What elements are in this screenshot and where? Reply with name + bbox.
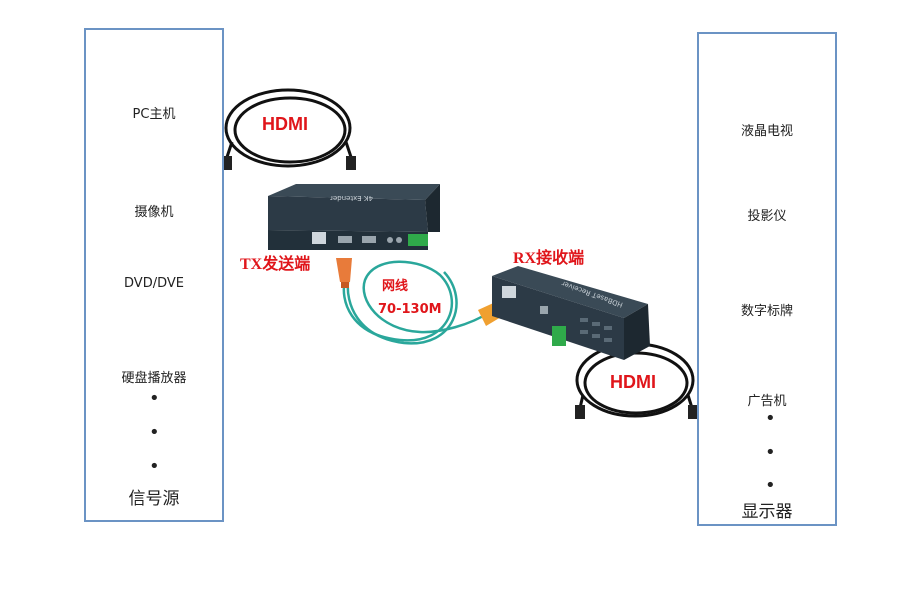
rx-label: RX接收端 — [513, 250, 585, 267]
hdmi-label-tx: HDMI — [262, 114, 308, 134]
tx-device — [268, 184, 440, 250]
source-item-pc: PC主机 — [132, 107, 176, 122]
display-panel — [697, 32, 837, 526]
rx-device — [492, 266, 650, 360]
hdmi-plug-rx-right-icon — [688, 405, 698, 419]
hdmi-plug-left-icon — [222, 156, 232, 170]
source-panel-title: 信号源 — [128, 489, 180, 509]
rj45-plug-tx-icon — [336, 258, 352, 288]
display-panel-title: 显示器 — [741, 502, 793, 522]
source-item-dvd: DVD/DVE — [124, 276, 184, 291]
source-dot-2: • — [149, 422, 160, 443]
tx-box-text: 4K Extender — [330, 194, 373, 202]
distance-label: 70-130M — [378, 302, 442, 317]
network-cable — [342, 260, 491, 345]
source-dot-1: • — [149, 388, 160, 409]
hdmi-plug-right-icon — [346, 156, 356, 170]
source-item-camera: 摄像机 — [134, 205, 174, 220]
display-item-lcd-tv: 液晶电视 — [740, 124, 793, 139]
display-item-advertising: 广告机 — [747, 394, 787, 409]
network-label: 网线 — [382, 279, 409, 294]
display-item-projector: 投影仪 — [747, 209, 787, 224]
display-item-signage: 数字标牌 — [740, 304, 793, 319]
display-dot-1: • — [765, 408, 776, 429]
source-dot-3: • — [149, 456, 160, 477]
source-panel — [84, 28, 224, 522]
source-item-media-player: 硬盘播放器 — [121, 371, 187, 386]
display-dot-3: • — [765, 475, 776, 496]
tx-label: TX发送端 — [240, 256, 311, 273]
hdmi-label-rx: HDMI — [610, 372, 656, 392]
display-dot-2: • — [765, 442, 776, 463]
hdmi-plug-rx-left-icon — [575, 405, 585, 419]
